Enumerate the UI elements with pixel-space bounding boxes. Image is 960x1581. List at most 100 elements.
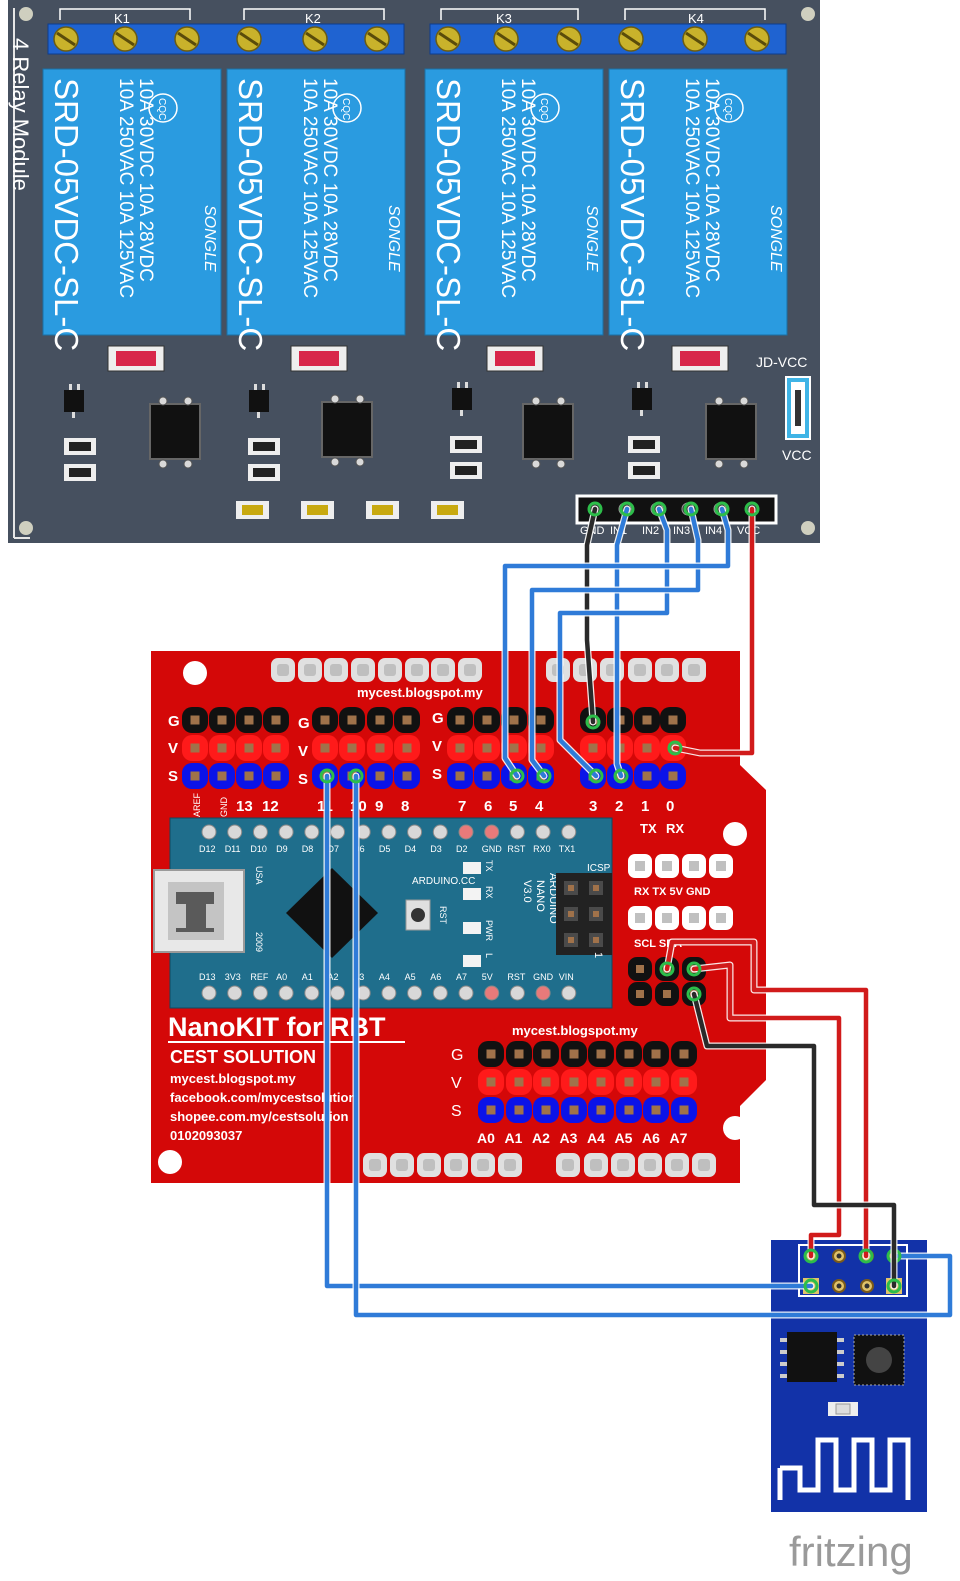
gvs-header-pin[interactable] (447, 707, 473, 733)
analog-header-pin[interactable] (671, 1041, 697, 1067)
shield-pad[interactable] (573, 658, 597, 682)
nano-pin-bottom[interactable] (201, 985, 217, 1001)
analog-header-pin[interactable] (478, 1069, 504, 1095)
nano-pin-bottom[interactable] (432, 985, 448, 1001)
gvs-header-pin[interactable] (236, 735, 262, 761)
gvs-header-pin[interactable] (312, 707, 338, 733)
nano-pin-bottom[interactable] (381, 985, 397, 1001)
gvs-header-pin[interactable] (580, 735, 606, 761)
gvs-header-pin[interactable] (367, 763, 393, 789)
uart-pin[interactable] (655, 854, 679, 878)
i2c-pin[interactable] (682, 906, 706, 930)
nano-pin-bottom[interactable] (330, 985, 345, 1001)
shield-pad[interactable] (271, 658, 295, 682)
wire-esp-ch-pd[interactable] (686, 961, 843, 1264)
i2c-pin[interactable] (655, 906, 679, 930)
icsp-pin[interactable] (589, 933, 603, 947)
terminal-screw[interactable] (744, 26, 770, 52)
esp-header-pin[interactable] (628, 982, 652, 1006)
analog-header-pin[interactable] (643, 1097, 669, 1123)
analog-header-pin[interactable] (533, 1069, 559, 1095)
gvs-header-pin[interactable] (182, 707, 208, 733)
wire-in2[interactable] (556, 501, 671, 784)
analog-header-pin[interactable] (506, 1097, 532, 1123)
nano-pin-top[interactable] (535, 824, 551, 840)
analog-header-pin[interactable] (478, 1097, 504, 1123)
gvs-header-pin[interactable] (394, 763, 420, 789)
gvs-header-pin[interactable] (182, 735, 208, 761)
i2c-pin[interactable] (628, 906, 652, 930)
gvs-header-pin[interactable] (660, 707, 686, 733)
gvs-header-pin[interactable] (660, 763, 686, 789)
wire-vcc-relay[interactable] (667, 501, 760, 757)
nano-pin-top[interactable] (201, 824, 217, 840)
shield-pad[interactable] (471, 1153, 495, 1177)
gvs-header-pin[interactable] (263, 735, 289, 761)
nano-pin-top[interactable] (561, 824, 577, 840)
terminal-screw[interactable] (364, 26, 390, 52)
nano-pin-bottom[interactable] (535, 985, 551, 1001)
gvs-header-pin[interactable] (263, 707, 289, 733)
gvs-header-pin[interactable] (474, 763, 500, 789)
shield-pad[interactable] (655, 658, 679, 682)
icsp-pin[interactable] (564, 933, 578, 947)
gvs-header-pin[interactable] (367, 735, 393, 761)
shield-pad[interactable] (556, 1153, 580, 1177)
nano-pin-bottom[interactable] (407, 985, 423, 1001)
wire-esp-vcc[interactable] (659, 938, 874, 1264)
nano-pin-top[interactable] (227, 824, 243, 840)
shield-pad[interactable] (298, 658, 322, 682)
gvs-header-pin[interactable] (474, 707, 500, 733)
analog-header-pin[interactable] (506, 1069, 532, 1095)
nano-pin-bottom[interactable] (458, 985, 474, 1001)
gvs-header-pin[interactable] (236, 707, 262, 733)
esp-header-pin[interactable] (628, 957, 652, 981)
analog-header-pin[interactable] (533, 1097, 559, 1123)
gvs-header-pin[interactable] (339, 707, 365, 733)
shield-pad[interactable] (682, 658, 706, 682)
uart-pin[interactable] (709, 854, 733, 878)
shield-pad[interactable] (665, 1153, 689, 1177)
i2c-pin[interactable] (709, 906, 733, 930)
analog-header-pin[interactable] (478, 1041, 504, 1067)
nano-pin-top[interactable] (484, 824, 500, 840)
analog-header-pin[interactable] (561, 1041, 587, 1067)
analog-header-pin[interactable] (616, 1069, 642, 1095)
shield-pad[interactable] (324, 658, 348, 682)
nano-pin-top[interactable] (278, 824, 294, 840)
gvs-header-pin[interactable] (634, 735, 660, 761)
gvs-header-pin[interactable] (634, 763, 660, 789)
nano-pin-top[interactable] (407, 824, 423, 840)
terminal-screw[interactable] (174, 26, 200, 52)
icsp-pin[interactable] (589, 907, 603, 921)
terminal-screw[interactable] (302, 26, 328, 52)
analog-header-pin[interactable] (561, 1069, 587, 1095)
terminal-screw[interactable] (236, 26, 262, 52)
gvs-header-pin[interactable] (394, 735, 420, 761)
gvs-header-pin[interactable] (394, 707, 420, 733)
terminal-screw[interactable] (682, 26, 708, 52)
shield-pad[interactable] (458, 658, 482, 682)
shield-pad[interactable] (498, 1153, 522, 1177)
analog-header-pin[interactable] (643, 1041, 669, 1067)
analog-header-pin[interactable] (561, 1097, 587, 1123)
analog-header-pin[interactable] (616, 1041, 642, 1067)
uart-pin[interactable] (682, 854, 706, 878)
nano-pin-bottom[interactable] (509, 985, 525, 1001)
terminal-screw[interactable] (53, 26, 79, 52)
shield-pad[interactable] (417, 1153, 441, 1177)
nano-pin-bottom[interactable] (278, 985, 294, 1001)
gvs-header-pin[interactable] (447, 763, 473, 789)
gvs-header-pin[interactable] (474, 735, 500, 761)
gvs-header-pin[interactable] (447, 735, 473, 761)
analog-header-pin[interactable] (588, 1097, 614, 1123)
icsp-pin[interactable] (564, 881, 578, 895)
gvs-header-pin[interactable] (236, 763, 262, 789)
nano-pin-top[interactable] (509, 824, 525, 840)
shield-pad[interactable] (378, 658, 402, 682)
analog-header-pin[interactable] (533, 1041, 559, 1067)
gvs-header-pin[interactable] (209, 707, 235, 733)
shield-pad[interactable] (405, 658, 429, 682)
nano-pin-top[interactable] (304, 824, 320, 840)
shield-pad[interactable] (638, 1153, 662, 1177)
